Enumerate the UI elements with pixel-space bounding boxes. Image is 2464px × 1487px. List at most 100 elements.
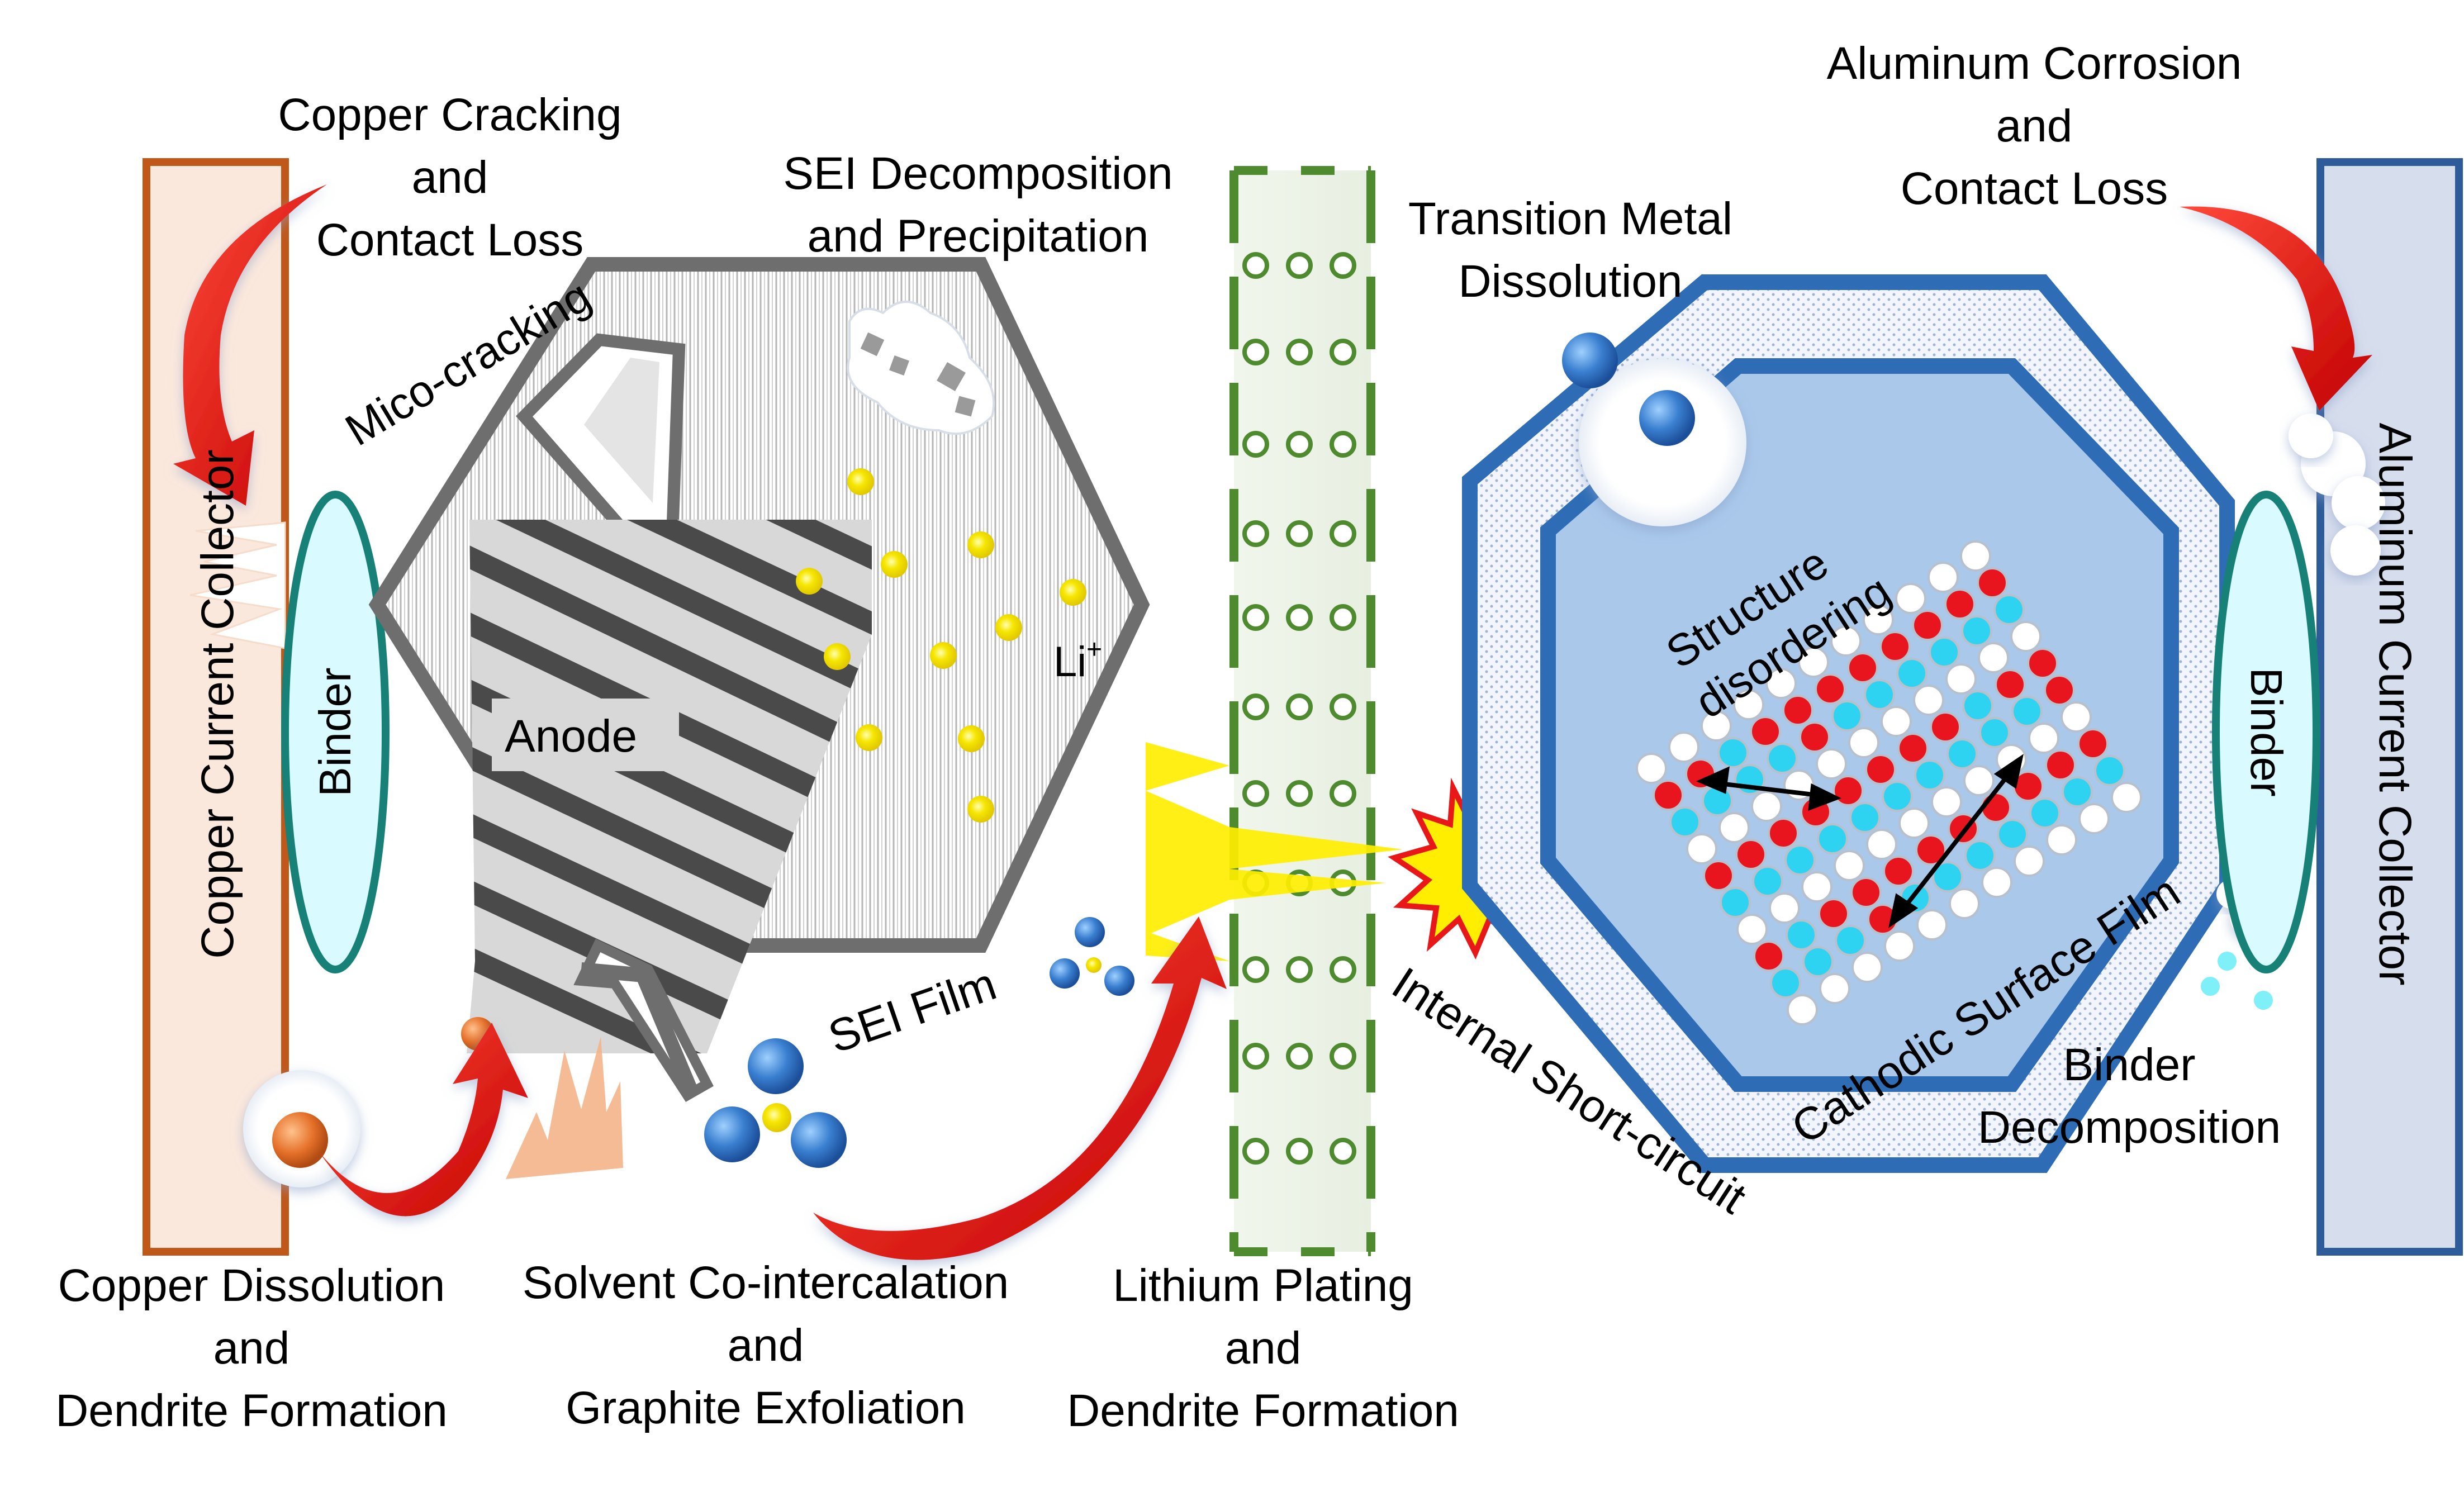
lattice-atom [1866, 829, 1897, 860]
separator-pore [1330, 431, 1356, 458]
lattice-atom [1718, 812, 1750, 843]
transition-metal-dissolution [1562, 332, 1746, 526]
aluminum-collector-label: Aluminum Current Collector [2370, 422, 2420, 986]
lattice-atom [1879, 631, 1911, 662]
binder-right-label: Binder [2242, 667, 2291, 797]
lattice-atom [1964, 840, 1996, 871]
anode-label-bg [492, 699, 679, 771]
lattice-atom [1801, 871, 1832, 902]
lattice-atom [1977, 567, 2008, 598]
sei-film-label: SEI Film [822, 958, 1003, 1063]
lattice-atom [1720, 887, 1751, 918]
lattice-atom [1735, 839, 1767, 870]
separator-pore [1286, 252, 1313, 279]
lattice-atom [1898, 807, 1930, 839]
separator-pore [1242, 252, 1269, 279]
lattice-atom [1702, 785, 1733, 816]
lithium-ions [796, 468, 1086, 823]
separator-pore [1286, 693, 1313, 720]
lattice-atom [2028, 723, 2059, 754]
aluminum-corrosion-line2: and [1996, 101, 2073, 151]
lattice-atom [1927, 562, 1959, 593]
binder-decomposition-line1: Binder [2063, 1039, 2196, 1090]
copper-dendrite [506, 1037, 623, 1179]
lattice-atom [1850, 877, 1882, 908]
lithium-plating-line3: Dendrite Formation [1067, 1385, 1459, 1436]
separator-pore [1242, 1138, 1269, 1165]
lattice-atom [1961, 615, 1992, 647]
binder-decomposition-line2: Decomposition [1977, 1102, 2281, 1153]
lattice-atom [1978, 642, 2009, 673]
lattice-atom [1636, 753, 1667, 784]
lattice-atom [1835, 925, 1866, 956]
lattice-atom [2078, 803, 2110, 834]
lattice-atom [1786, 919, 1817, 951]
lithium-ion-label: Li+ [1053, 635, 1102, 686]
lattice-atom [2010, 621, 2042, 652]
copper-cracking-line3: Contact Loss [316, 215, 584, 265]
lattice-atom [1802, 946, 1834, 977]
transition-metal-line1: Transition Metal [1408, 193, 1733, 244]
lattice-atom [1830, 625, 1862, 657]
lattice-atom [2111, 782, 2142, 813]
anode-label: Anode [505, 711, 637, 762]
lithium-ion-symbol: Li [1053, 638, 1086, 686]
lattice-atom [1686, 833, 1717, 864]
lattice-atom [1733, 689, 1764, 720]
separator-pore [1242, 780, 1269, 807]
lattice-atom [1753, 940, 1784, 972]
lattice-atom [1750, 716, 1781, 747]
separator-pore [1286, 431, 1313, 458]
lattice-atom [2014, 845, 2045, 877]
separator-pore [1242, 520, 1269, 547]
copper-collector-label: Copper Current Collector [192, 449, 243, 959]
lattice-atom [1916, 909, 1948, 940]
sei-decomposition-line1: SEI Decomposition [783, 148, 1173, 199]
separator-pore [1330, 693, 1356, 720]
lattice-atom [1993, 594, 2025, 625]
copper-crack [189, 521, 286, 649]
lattice-atom [2029, 797, 2061, 829]
separator-pore [1330, 604, 1356, 631]
arrow-copper-dissolution [319, 1023, 528, 1217]
binder-right [2212, 491, 2320, 973]
lattice-atom [1865, 754, 1896, 785]
lattice-atom [1769, 892, 1800, 924]
lattice-atom [1979, 717, 2010, 748]
sei-decomposition-line2: and Precipitation [807, 211, 1149, 262]
lattice-atom [1765, 668, 1797, 699]
lattice-atom [1914, 759, 1945, 791]
arrow-aluminum-corrosion [2180, 206, 2372, 411]
lattice-atom [1752, 866, 1783, 897]
lattice-atom [1949, 888, 1980, 919]
lattice-atom [1960, 540, 1991, 572]
solvent-cointercalation-line3: Graphite Exfoliation [566, 1383, 966, 1433]
lattice-atom [1847, 652, 1878, 683]
lattice-atom [1849, 802, 1881, 833]
lattice-atom [1931, 786, 1962, 818]
lattice-atom [1913, 685, 1944, 716]
lattice-atom [1701, 710, 1732, 742]
lattice-atom [1717, 737, 1749, 768]
separator-pore [1286, 1043, 1313, 1070]
separator-pore [1286, 520, 1313, 547]
lattice-atom [1895, 583, 1926, 614]
lattice-atom [1816, 748, 1847, 780]
lattice-atom [1831, 700, 1863, 731]
separator-pore [1242, 1043, 1269, 1070]
separator-pore [1242, 693, 1269, 720]
binder-decomposition-label: Binder Decomposition [1917, 1034, 2342, 1159]
arrow-solvent [813, 916, 1227, 1260]
lattice-atom [1863, 604, 1894, 635]
separator-pore [1242, 431, 1269, 458]
sei-decomposition-label: SEI Decomposition and Precipitation [727, 142, 1229, 268]
lattice-atom [2027, 648, 2058, 679]
lattice-atom [1915, 834, 1946, 866]
separator-pore [1286, 339, 1313, 365]
lattice-atom [1768, 818, 1799, 849]
lattice-atom [2062, 776, 2093, 807]
separator-pore [1286, 956, 1313, 983]
lattice-atom [2011, 696, 2043, 727]
lattice-atom [1703, 860, 1734, 891]
